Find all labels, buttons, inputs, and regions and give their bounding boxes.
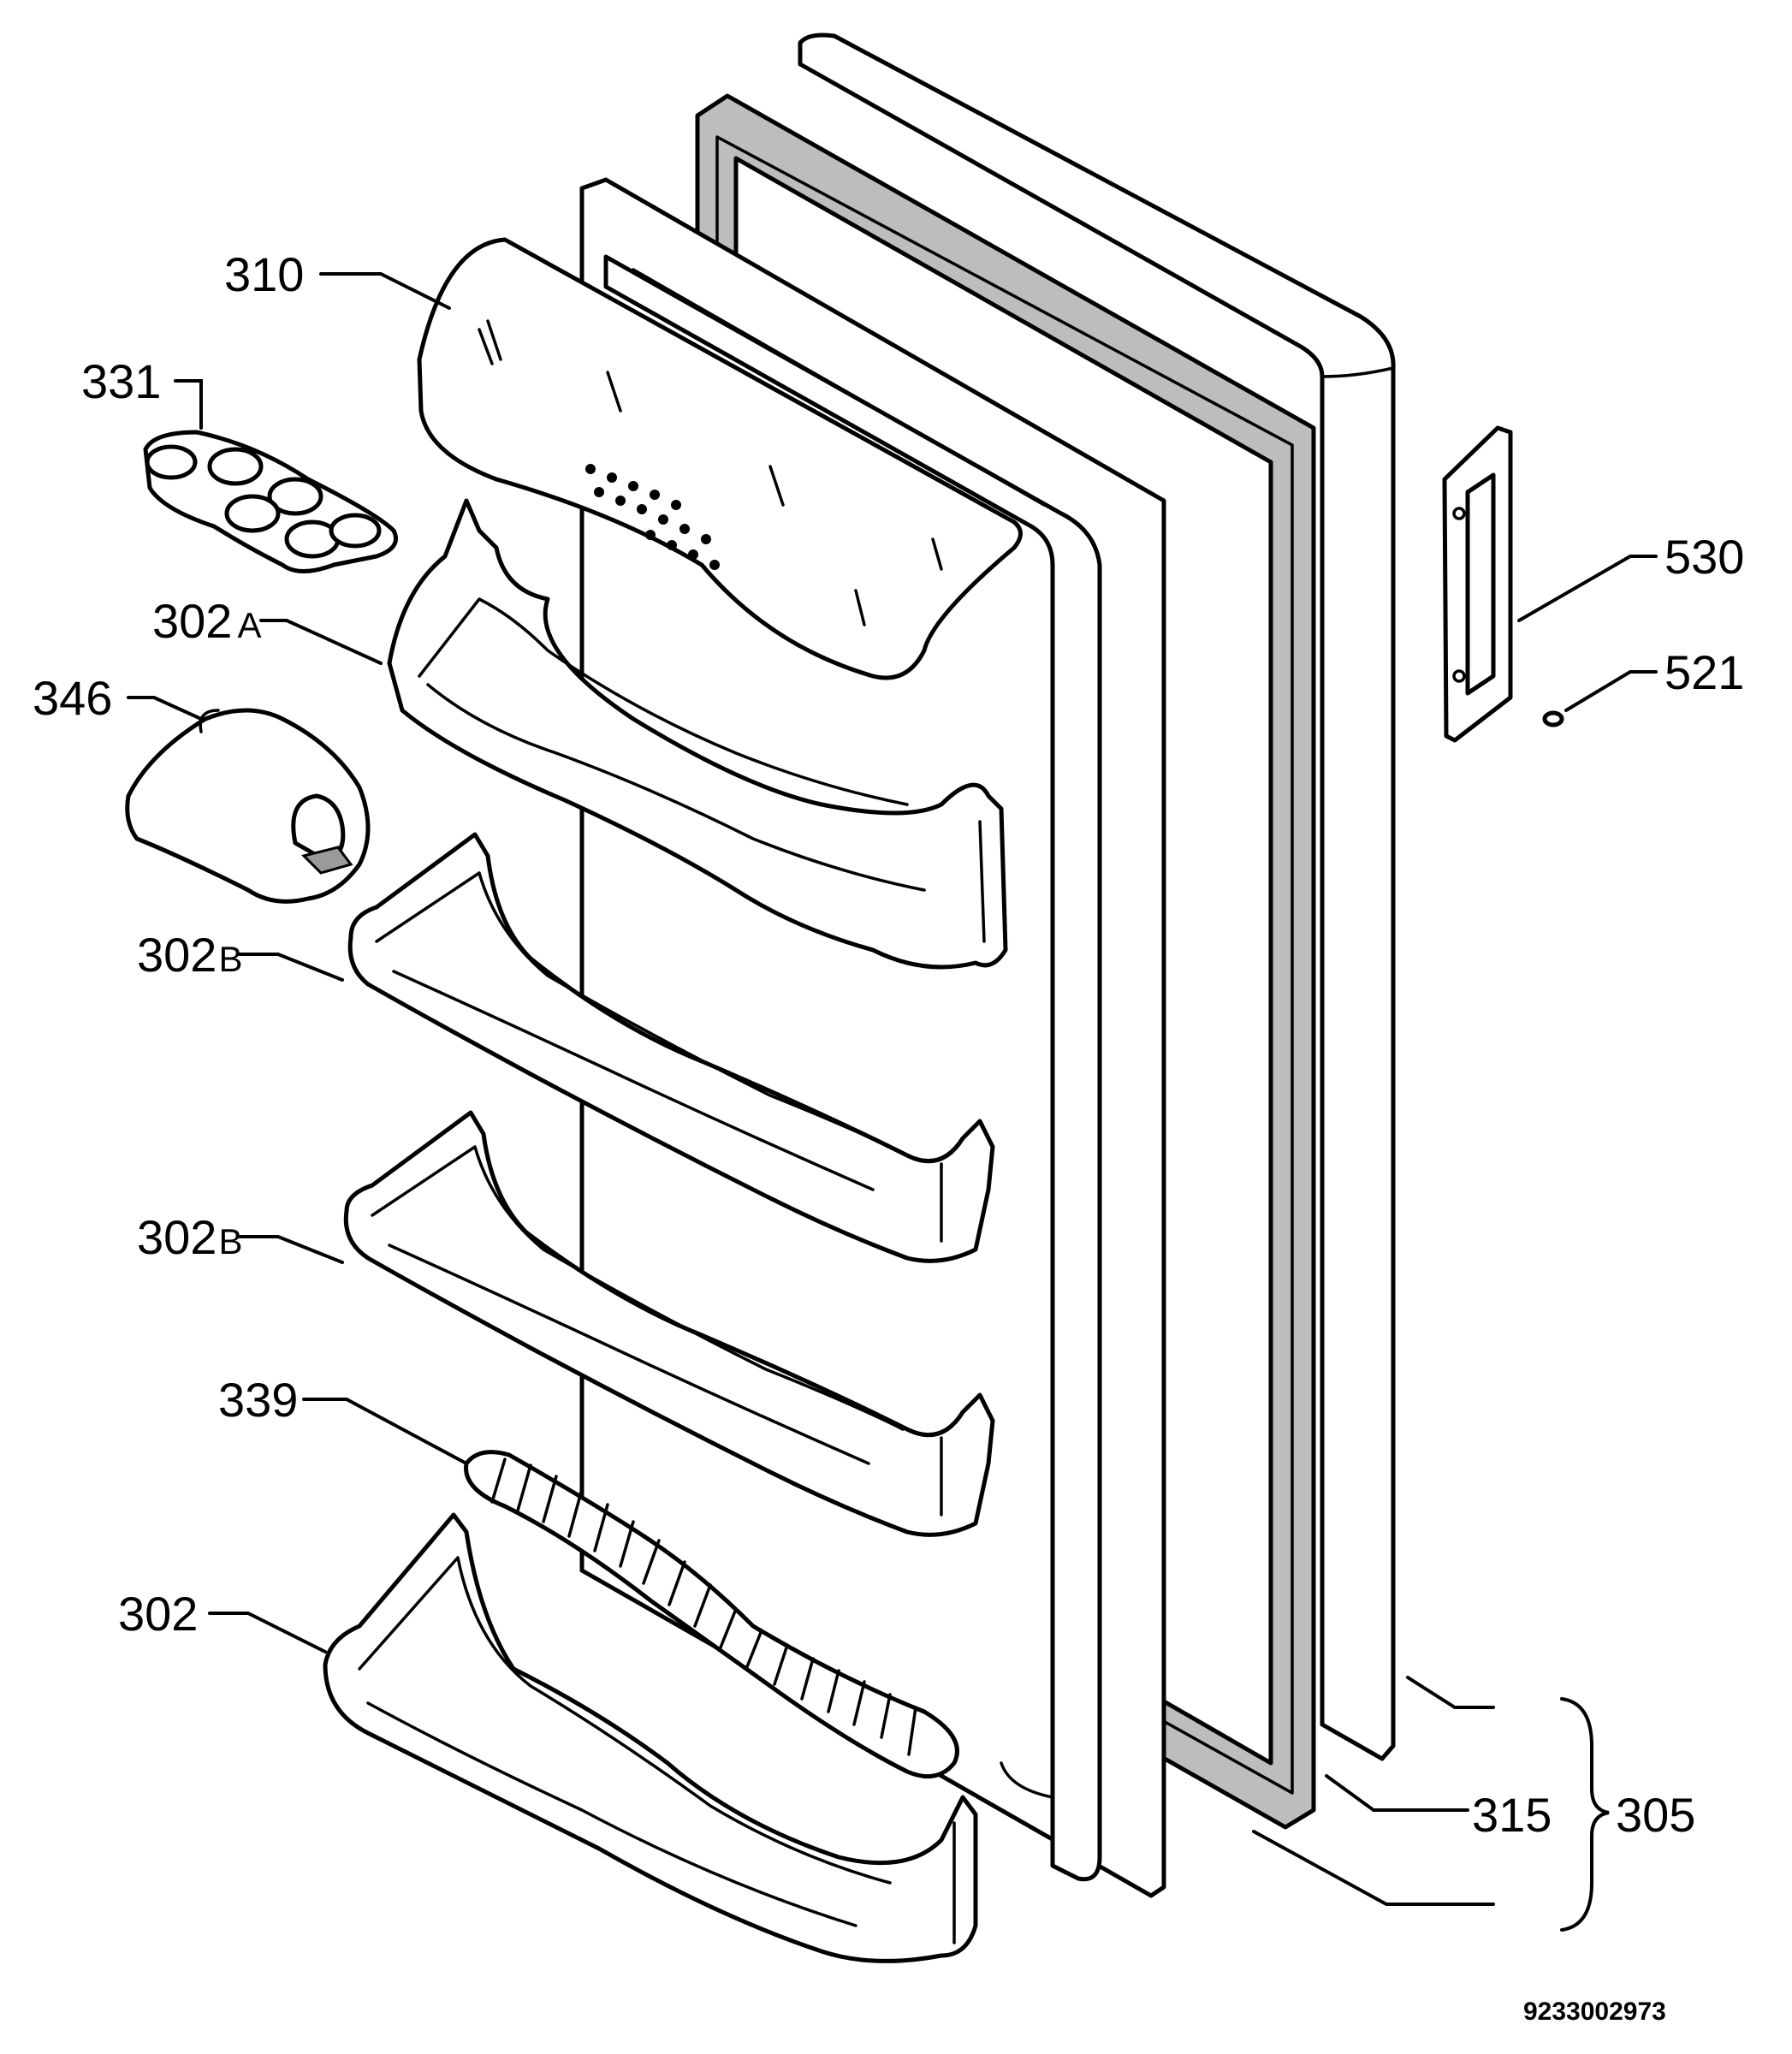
retainer-ribs (490, 1457, 917, 1756)
egg-tray-331 (143, 430, 398, 573)
label-305: 305 (1616, 1788, 1695, 1842)
vent-holes (585, 464, 720, 570)
label-530: 530 (1664, 530, 1744, 584)
label-339: 339 (218, 1373, 298, 1427)
plug-521 (1542, 710, 1564, 727)
inner-door-liner (579, 177, 1166, 1898)
label-302b-lower: 302B (137, 1210, 242, 1264)
label-315: 315 (1472, 1788, 1552, 1842)
label-331: 331 (81, 354, 161, 408)
shelf-302b-upper (347, 832, 995, 1263)
drawing-reference-number: 9233002973 (1523, 1998, 1666, 2026)
hinge-cover-530 (1442, 425, 1513, 743)
leader-lines (127, 272, 1658, 1932)
bottle-retainer-339 (464, 1450, 959, 1779)
label-302: 302 (118, 1587, 198, 1641)
shelf-lid-310 (417, 237, 1023, 680)
label-310: 310 (224, 247, 304, 301)
butter-dish-346 (125, 708, 371, 904)
bottle-shelf-302 (323, 1512, 978, 1963)
label-346: 346 (33, 671, 112, 725)
shelf-302b-lower (343, 1110, 995, 1537)
shelf-302a (387, 498, 1008, 970)
label-521: 521 (1664, 645, 1744, 699)
outer-door-panel (798, 33, 1396, 1761)
label-302b-upper: 302B (137, 928, 242, 982)
